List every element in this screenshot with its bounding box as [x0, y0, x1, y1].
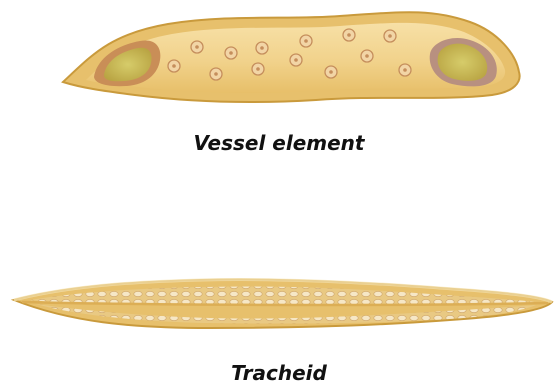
tracheid-figure — [0, 258, 558, 348]
vessel-element-figure — [0, 0, 558, 130]
tracheid-cell — [0, 258, 558, 348]
vessel-element-cell — [0, 0, 558, 130]
tracheid-label: Tracheid — [0, 361, 558, 385]
vessel-element-label: Vessel element — [0, 131, 558, 155]
